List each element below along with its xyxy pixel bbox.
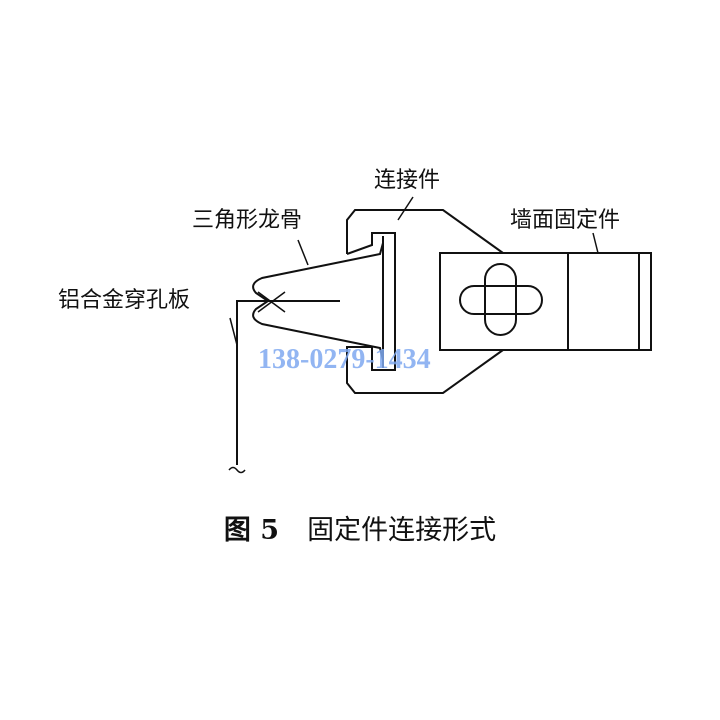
cross-slot-horizontal	[459, 285, 543, 315]
perforated-panel	[236, 300, 340, 465]
figure-caption: 图 5 固定件连接形式	[0, 508, 720, 547]
label-wall-fixture: 墙面固定件	[510, 208, 621, 233]
label-triangle-keel: 三角形龙骨	[192, 208, 303, 233]
leader-connector	[397, 196, 414, 221]
label-perforated-panel: 铝合金穿孔板	[58, 288, 191, 313]
label-connector: 连接件	[374, 168, 441, 193]
connector-outline	[346, 209, 504, 394]
caption-number: 图 5	[223, 515, 280, 546]
caption-title: 固定件连接形式	[307, 515, 497, 546]
leader-keel	[297, 239, 309, 266]
leader-panel	[229, 317, 238, 346]
cross-slot-vertical	[484, 263, 517, 336]
cross-mark	[257, 291, 286, 313]
leader-wall-fixture	[592, 232, 599, 254]
wall-fixture	[439, 252, 652, 351]
watermark: 138-0279-1434	[258, 344, 431, 375]
break-mark-icon	[228, 466, 246, 474]
